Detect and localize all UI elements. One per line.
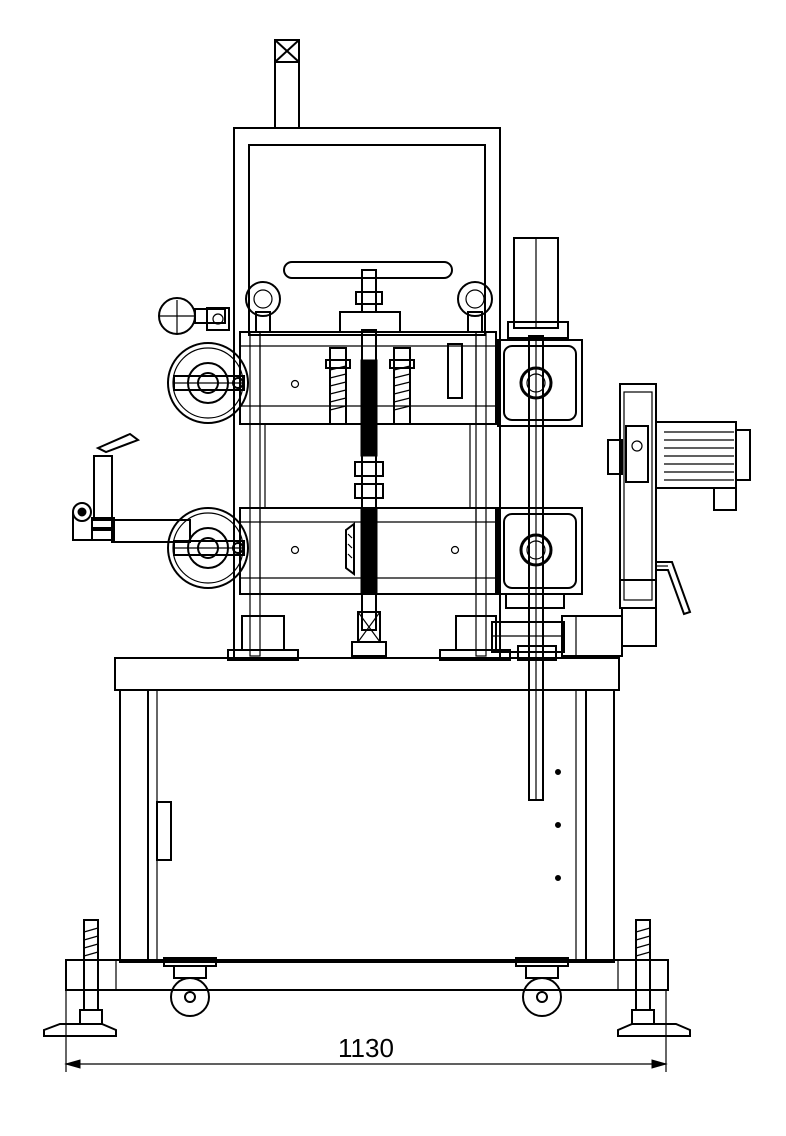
leveling-foot-right [617, 919, 691, 1037]
lifting-eye-left [245, 281, 281, 333]
motor [655, 421, 751, 511]
right-clamp-lever [655, 561, 692, 616]
top-handwheel [283, 261, 453, 333]
left-clamp-lever [72, 432, 191, 543]
caster-right [515, 957, 569, 1017]
right-cylinder [507, 237, 569, 339]
guide-columns [249, 331, 487, 657]
dimension-label: 1130 [338, 1033, 394, 1063]
lock-knob [158, 297, 230, 335]
base-brackets [227, 615, 557, 661]
drive-housing [607, 383, 657, 647]
right-shaft [528, 335, 544, 801]
lower-bearing-block [497, 507, 583, 609]
lifting-eye-right [457, 281, 493, 333]
right-lower-bracket [491, 615, 623, 657]
lead-screw [351, 329, 387, 657]
vent-stack [274, 39, 300, 129]
upper-bearing-block [497, 339, 583, 427]
lower-left-roller [167, 507, 249, 589]
base-rail [65, 959, 669, 991]
cabinet [119, 689, 615, 963]
upper-left-roller [167, 342, 249, 424]
leveling-foot-left [43, 919, 117, 1037]
caster-left [163, 957, 217, 1017]
width-dimension: 1130 [64, 990, 668, 1072]
